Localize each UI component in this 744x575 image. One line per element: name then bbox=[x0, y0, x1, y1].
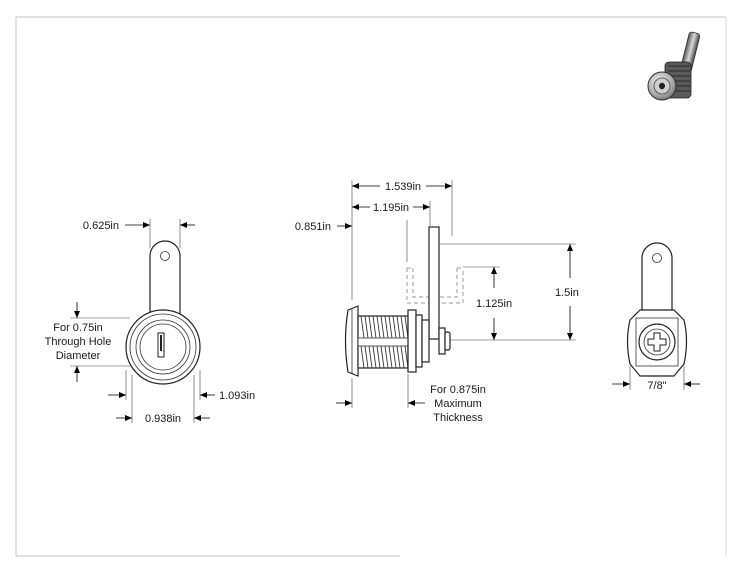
nut-washer bbox=[407, 309, 417, 373]
dim-cam-drop: 1.125in bbox=[476, 298, 512, 310]
dim-thread-length: 1.195in bbox=[373, 202, 409, 214]
hole-note-line-2: Through Hole bbox=[45, 336, 112, 348]
cam-lock-photo bbox=[647, 31, 701, 101]
hole-note-line-3: Diameter bbox=[56, 350, 101, 362]
rear-view bbox=[626, 242, 688, 377]
sheet-frame bbox=[15, 16, 727, 557]
thread-lines bbox=[357, 315, 409, 369]
dim-tab-width: 0.625in bbox=[83, 220, 119, 232]
dim-body-width: 0.938in bbox=[145, 413, 181, 425]
phillips-screw-icon bbox=[647, 332, 667, 352]
rear-tab-hole bbox=[652, 253, 662, 263]
front-view bbox=[125, 240, 201, 385]
tab-hole bbox=[160, 251, 170, 261]
cam-tab bbox=[149, 240, 181, 319]
dim-nut-width: 7/8" bbox=[647, 380, 666, 392]
rear-cam-tab bbox=[641, 242, 673, 331]
thickness-note-line-1: For 0.875in bbox=[430, 384, 486, 396]
keyway-icon bbox=[157, 332, 165, 358]
rear-view-dimensions: 7/8" bbox=[612, 366, 700, 392]
hole-note-line-1: For 0.75in bbox=[53, 322, 103, 334]
dim-overall-length: 1.539in bbox=[385, 181, 421, 193]
thickness-note-line-2: Maximum bbox=[434, 398, 482, 410]
dim-cam-length: 1.5in bbox=[555, 287, 579, 299]
front-view-dimensions: 0.625in For 0.75in Through Hole Diameter… bbox=[45, 219, 255, 425]
dim-face-diameter: 1.093in bbox=[219, 390, 255, 402]
thickness-note-line-3: Thickness bbox=[433, 412, 483, 424]
side-view-dimensions: 1.539in 1.195in 0.851in 1.125in 1.5in Fo… bbox=[295, 180, 579, 424]
cam-bar bbox=[428, 226, 440, 340]
side-view bbox=[344, 226, 464, 377]
dim-head-offset: 0.851in bbox=[295, 221, 331, 233]
